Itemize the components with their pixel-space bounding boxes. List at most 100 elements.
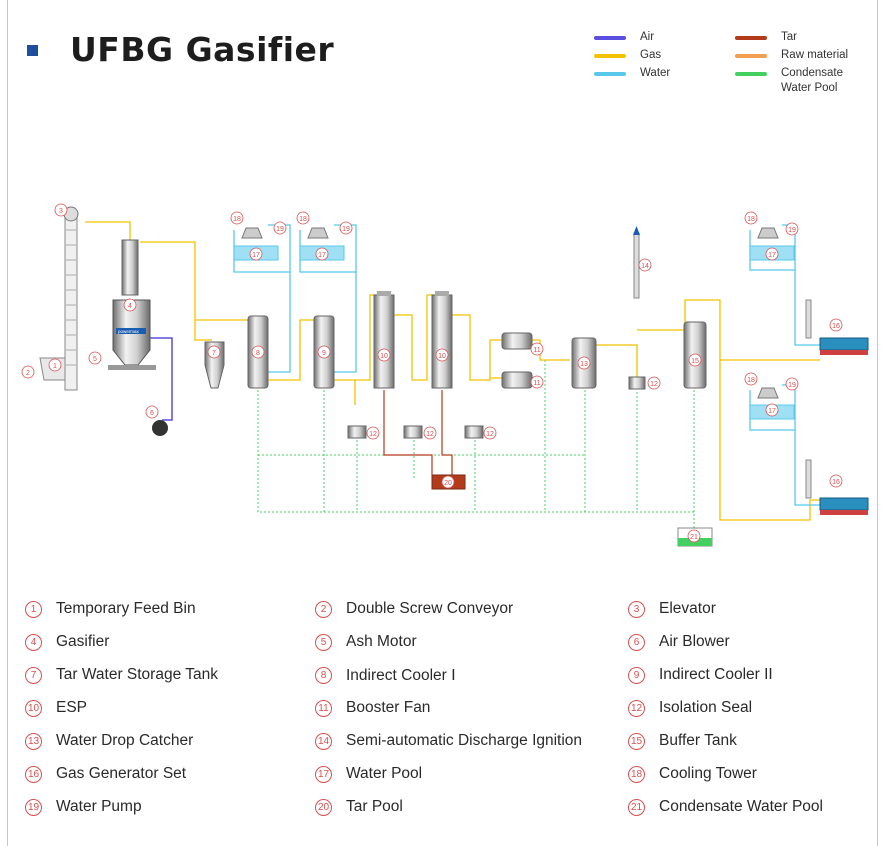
title-marker [27, 45, 38, 56]
legend-label-water: Water [640, 67, 671, 79]
legend-item-raw-material: Raw material [735, 48, 848, 66]
part-label: Buffer Tank [659, 732, 737, 749]
legend-item-water: Water [594, 66, 670, 84]
water-drop-catcher: 13 [571, 337, 597, 389]
legend-label-condensate: Condensate Water Pool [781, 67, 844, 94]
air-line [150, 337, 173, 421]
brand-label: powermax [118, 329, 140, 334]
part-label: Air Blower [659, 633, 730, 650]
legend-swatch-condensate [735, 72, 767, 76]
svg-text:5: 5 [93, 356, 97, 363]
part-item: 17 Water Pool [315, 763, 422, 785]
part-label: Temporary Feed Bin [56, 600, 196, 617]
process-flow-diagram: 1 3 2 powermax 4 5 6 7 18 17 [21, 203, 869, 547]
generator-set-1: 16 [805, 299, 869, 355]
svg-text:14: 14 [641, 263, 649, 270]
legend-column-2: Tar Raw material Condensate Water Pool [735, 30, 848, 100]
esp-2: 10 [431, 291, 453, 389]
part-number: 16 [25, 765, 42, 783]
svg-text:11: 11 [533, 347, 540, 354]
part-label: Water Drop Catcher [56, 732, 194, 749]
part-item: 16 Gas Generator Set [25, 763, 186, 785]
svg-text:11: 11 [533, 380, 540, 387]
esp-1: 10 [373, 291, 395, 389]
legend-label-air: Air [640, 31, 655, 43]
part-number: 5 [315, 633, 332, 651]
svg-text:10: 10 [380, 353, 388, 360]
part-item: 6 Air Blower [628, 631, 730, 653]
part-label: Indirect Cooler Ⅰ [346, 666, 456, 684]
part-label: Water Pool [346, 765, 423, 782]
part-number: 6 [628, 633, 645, 651]
page-title: UFBG Gasifier [70, 30, 335, 69]
svg-text:19: 19 [342, 226, 350, 233]
part-label: Tar Pool [346, 798, 403, 815]
svg-text:12: 12 [426, 431, 434, 438]
part-item: 1 Temporary Feed Bin [25, 598, 196, 620]
part-item: 8 Indirect Cooler Ⅰ [315, 664, 456, 686]
svg-text:19: 19 [788, 382, 796, 389]
part-number: 1 [25, 600, 42, 618]
part-label: Tar Water Storage Tank [56, 666, 218, 683]
tar-lines [383, 390, 453, 475]
part-label: Isolation Seal [659, 699, 753, 716]
gasifier: powermax 4 5 [88, 239, 156, 370]
part-label: Semi-automatic Discharge Ignition [346, 732, 583, 749]
generator-set-2: 16 [805, 459, 869, 515]
svg-text:4: 4 [128, 303, 132, 310]
svg-text:15: 15 [691, 358, 699, 365]
part-number: 21 [628, 798, 645, 816]
part-number: 7 [25, 666, 42, 684]
part-item: 12 Isolation Seal [628, 697, 752, 719]
svg-text:1: 1 [53, 363, 57, 370]
svg-text:19: 19 [276, 226, 284, 233]
indirect-cooler-2: 9 [313, 315, 335, 389]
part-number: 17 [315, 765, 332, 783]
cooling-group-1: 18 17 19 [230, 211, 287, 261]
part-number: 10 [25, 699, 42, 717]
legend-item-tar: Tar [735, 30, 848, 48]
legend-swatch-gas [594, 54, 626, 58]
part-number: 14 [315, 732, 332, 750]
svg-text:16: 16 [832, 479, 840, 486]
svg-text:18: 18 [747, 216, 755, 223]
isolation-seals: 12 12 12 12 [347, 376, 661, 440]
svg-text:10: 10 [438, 353, 446, 360]
part-number: 19 [25, 798, 42, 816]
tar-pool: 20 [431, 474, 466, 490]
legend-item-air: Air [594, 30, 670, 48]
part-item: 7 Tar Water Storage Tank [25, 664, 218, 686]
part-label: Cooling Tower [659, 765, 757, 782]
tar-water-tank: 7 [204, 341, 225, 389]
legend-swatch-raw-material [735, 54, 767, 58]
part-item: 14 Semi-automatic Discharge Ignition [315, 730, 582, 752]
part-number: 18 [628, 765, 645, 783]
condensate-water-pool: 21 [677, 527, 713, 547]
part-number: 15 [628, 732, 645, 750]
part-item: 15 Buffer Tank [628, 730, 737, 752]
cooling-group-2: 18 17 19 [296, 211, 353, 261]
legend-label-raw-material: Raw material [781, 49, 849, 61]
svg-text:7: 7 [212, 350, 216, 357]
legend-column-1: Air Gas Water [594, 30, 670, 84]
svg-text:18: 18 [233, 216, 241, 223]
part-label: Ash Motor [346, 633, 417, 650]
svg-text:6: 6 [150, 410, 154, 417]
part-label: Condensate Water Pool [659, 798, 823, 815]
svg-text:17: 17 [252, 252, 260, 259]
svg-text:17: 17 [318, 252, 326, 259]
svg-text:12: 12 [369, 431, 377, 438]
part-item: 18 Cooling Tower [628, 763, 757, 785]
part-number: 8 [315, 666, 332, 684]
part-label: Gas Generator Set [56, 765, 187, 782]
svg-text:3: 3 [59, 208, 63, 215]
svg-text:9: 9 [322, 350, 326, 357]
part-number: 12 [628, 699, 645, 717]
